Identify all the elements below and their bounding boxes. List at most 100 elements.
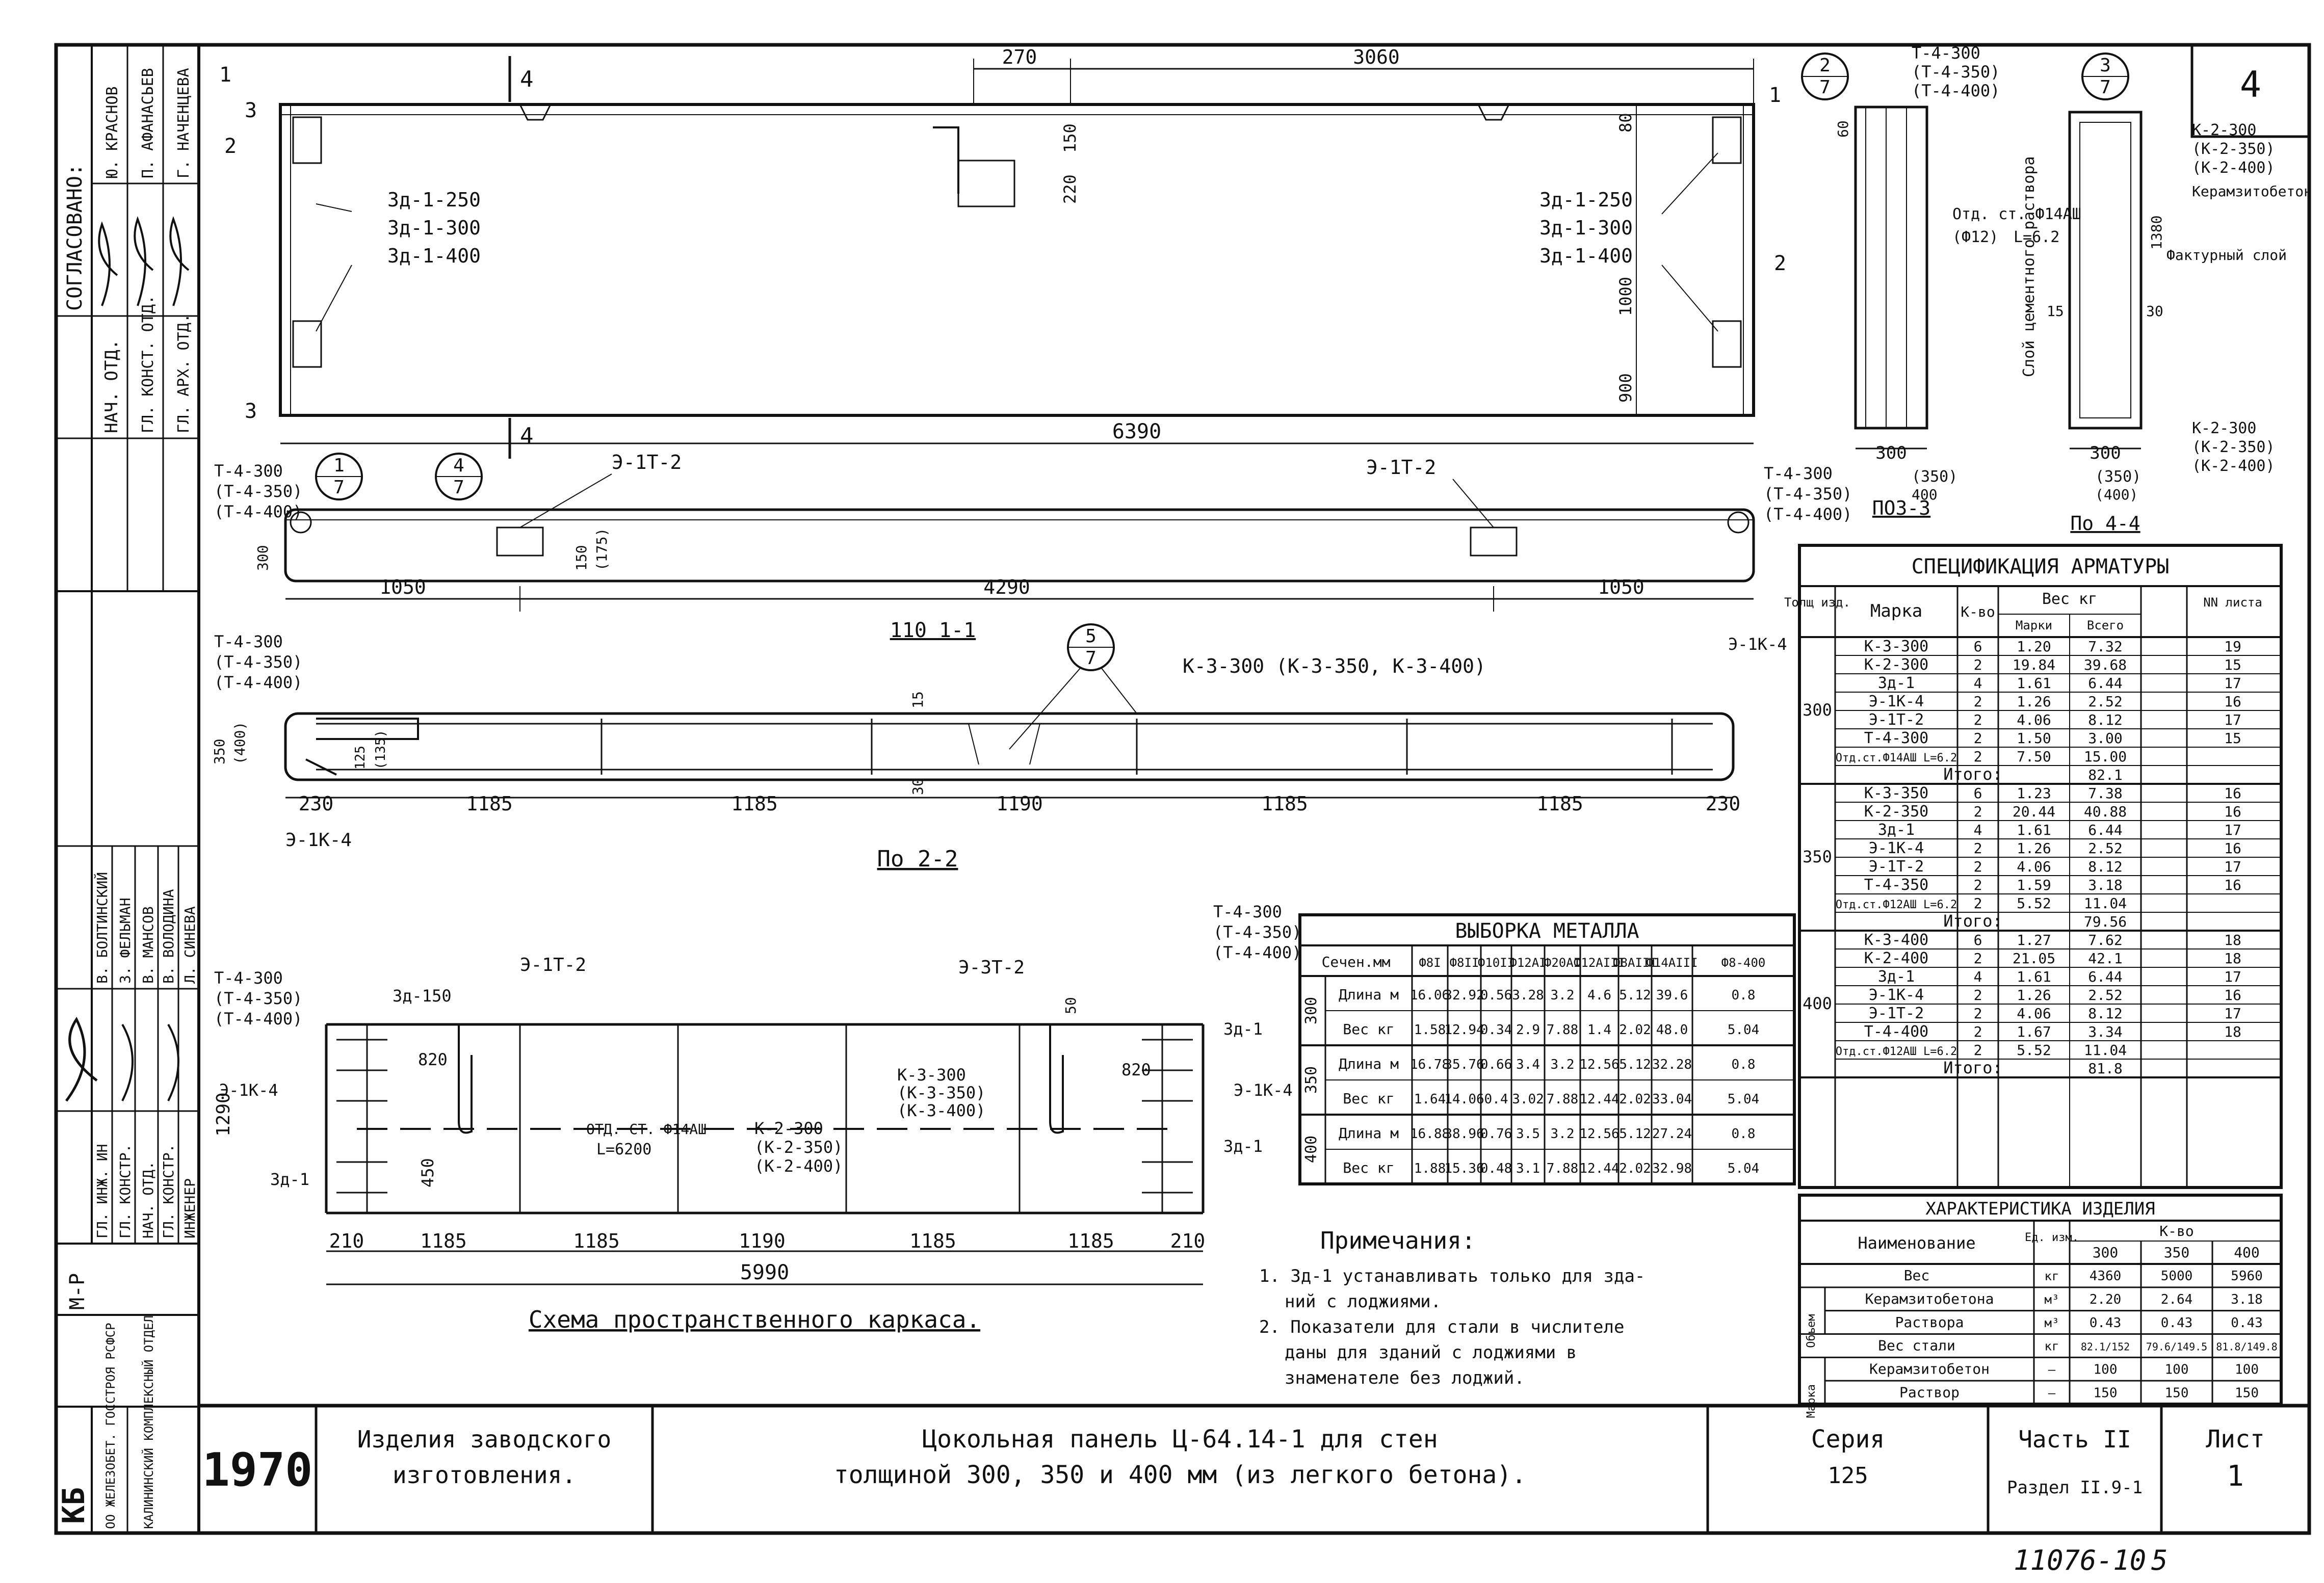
spec-vsego: 7.32 xyxy=(2088,638,2122,655)
vyborka-h-4: Ф12AI xyxy=(1509,956,1546,970)
spec-vsego: 40.88 xyxy=(2084,803,2127,820)
spec-marka: К-3-350 xyxy=(1864,784,1928,802)
harakt-unit: м³ xyxy=(2045,1292,2059,1307)
spec-marka: Э-1Т-2 xyxy=(1869,1005,1924,1022)
stamp-kb: КБ xyxy=(56,1487,92,1524)
harakt-val: 0.43 xyxy=(2231,1315,2263,1331)
spec-marki: 19.84 xyxy=(2013,656,2055,673)
callout-4-n: 4 xyxy=(453,455,464,476)
note-line-3: 2. Показатели для стали в числителе xyxy=(1259,1317,1624,1337)
plan-T-right-1: Т-4-300 xyxy=(1764,464,1833,483)
spec-kvo: 2 xyxy=(1974,895,1982,912)
spec-marka: К-2-350 xyxy=(1864,803,1928,821)
harakt-name: Вес стали xyxy=(1878,1337,1955,1354)
harakt-group: Объем xyxy=(1805,1314,1818,1348)
tb-year: 1970 xyxy=(202,1443,313,1497)
spec-marki: 1.20 xyxy=(2017,638,2051,655)
s22-dim-1185-2: 1185 xyxy=(731,793,778,815)
stamp-felman: З. ФЕЛЬМАН xyxy=(117,898,134,984)
s22-dim-230-r: 230 xyxy=(1706,793,1741,815)
section-1-1: 1050 4290 1050 110 1-1 Т-4-300 (Т-4-350)… xyxy=(214,451,1852,642)
p44-K-bottom-2: (К-2-350) xyxy=(2192,438,2275,456)
vyborka-cell: 2.02 xyxy=(1619,1022,1651,1038)
vyborka-cell: 1.4 xyxy=(1587,1022,1611,1038)
spec-kvo: 6 xyxy=(1974,638,1982,655)
spec-nn: 19 xyxy=(2224,638,2241,655)
s22-dim-1185-1: 1185 xyxy=(466,793,513,815)
s22-dim-1185-3: 1185 xyxy=(1261,793,1308,815)
harakt-col-400: 400 xyxy=(2234,1244,2260,1261)
karkas-dim-210-r: 210 xyxy=(1170,1230,1206,1252)
spec-marki: 4.06 xyxy=(2017,858,2051,875)
callout-1-d: 7 xyxy=(333,477,345,498)
spec-nn: 17 xyxy=(2224,1005,2241,1022)
stamp-gl-inzh: ГЛ. ИНЖ. ИН xyxy=(94,1144,111,1238)
p33-label: ПОЗ-3 xyxy=(1872,497,1930,519)
spec-nn: 17 xyxy=(2224,675,2241,692)
sec-mark-2-left: 2 xyxy=(224,135,237,158)
spec-vsego: 7.62 xyxy=(2088,932,2122,948)
s22-mid-135: (135) xyxy=(373,730,388,770)
p33-dim-350: (350) xyxy=(1912,468,1957,486)
plan-T-right-2: (Т-4-350) xyxy=(1764,484,1852,504)
harakt-name: Раствора xyxy=(1895,1314,1964,1331)
note-line-2: ний с лоджиями. xyxy=(1285,1291,1441,1312)
s22-15: 15 xyxy=(909,691,926,708)
vyborka-cell: 3.4 xyxy=(1516,1057,1540,1072)
harakt-col-300: 300 xyxy=(2093,1244,2119,1261)
callout-5-d: 7 xyxy=(1085,648,1096,669)
zd-right-3: Зд-1-400 xyxy=(1539,245,1633,267)
spec-nn: 16 xyxy=(2224,785,2241,802)
harakt-val: 2.64 xyxy=(2161,1292,2193,1307)
tb-izgot: изготовления. xyxy=(393,1461,576,1489)
vyborka-thk-300: 300 xyxy=(1302,997,1320,1024)
spec-marka: Зд-1 xyxy=(1878,968,1915,986)
harakt-val: 150 xyxy=(2165,1385,2189,1401)
stamp-gl-konstr: ГЛ. КОНСТР. xyxy=(117,1144,134,1238)
spec-marki: 1.61 xyxy=(2017,675,2051,692)
spec-nn: 17 xyxy=(2224,822,2241,838)
spec-marki: 21.05 xyxy=(2013,950,2055,967)
vyborka-h-9: Ф8-400 xyxy=(1721,956,1766,970)
stamp-authors: В. БОЛТИНСКИЙ З. ФЕЛЬМАН В. МАНСОВ В. ВО… xyxy=(56,591,199,1245)
stamp-inzhener: ИНЖЕНЕР xyxy=(181,1178,198,1238)
plan-T-left-1: Т-4-300 xyxy=(214,461,283,481)
spec-vsego: 11.04 xyxy=(2084,895,2127,912)
section-4-4: 300 (350) (400) По 4-4 К-2-300 (К-2-350)… xyxy=(2047,52,2312,535)
spec-vsego: 15.00 xyxy=(2084,748,2127,765)
karkas-T-left-2: (Т-4-350) xyxy=(214,989,302,1008)
signature-5 xyxy=(121,1024,134,1101)
vyborka-cell: 39.6 xyxy=(1656,988,1688,1003)
p44-keramz: Керамзитобетон xyxy=(2192,183,2312,200)
harakt-val: 2.20 xyxy=(2090,1292,2122,1307)
s22-ej-right: Э-1К-4 xyxy=(1728,635,1787,654)
karkas-total: 5990 xyxy=(740,1261,789,1284)
spec-marki: 1.26 xyxy=(2017,987,2051,1004)
spec-kvo: 6 xyxy=(1974,932,1982,948)
spec-vsego: 8.12 xyxy=(2088,711,2122,728)
spec-kvo: 2 xyxy=(1974,858,1982,875)
spec-marki: 1.59 xyxy=(2017,877,2051,893)
vyborka-cell: 14.06 xyxy=(1444,1092,1484,1107)
s22-mid-125: 125 xyxy=(353,746,368,770)
spec-kvo: 4 xyxy=(1974,822,1982,838)
spec-marki: 1.61 xyxy=(2017,822,2051,838)
plan-dim-1050-l: 1050 xyxy=(379,576,426,598)
spec-marki: 4.06 xyxy=(2017,711,2051,728)
spec-kvo: 2 xyxy=(1974,711,1982,728)
vyborka-cell: 35.76 xyxy=(1444,1057,1484,1072)
notes-title: Примечания: xyxy=(1320,1227,1476,1254)
spec-marki: 1.26 xyxy=(2017,840,2051,857)
zd-left-1: Зд-1-250 xyxy=(387,189,481,211)
stamp-sineva: Л. СИНЕВА xyxy=(181,906,198,984)
tb-title-line2: толщиной 300, 350 и 400 мм (из легкого б… xyxy=(834,1461,1526,1489)
vyborka-cell: 32.98 xyxy=(1652,1161,1692,1176)
spec-kvo: 2 xyxy=(1974,950,1982,967)
vyborka-cell: 12.94 xyxy=(1444,1022,1484,1038)
karkas-zd1-right-2: Зд-1 xyxy=(1223,1137,1263,1156)
dim-900: 900 xyxy=(1616,373,1635,403)
spec-kvo: 4 xyxy=(1974,968,1982,985)
karkas-T-right-1: Т-4-300 xyxy=(1213,902,1282,921)
vyborka-cell: 1.88 xyxy=(1414,1161,1446,1176)
vyborka-cell: 0.56 xyxy=(1480,988,1512,1003)
